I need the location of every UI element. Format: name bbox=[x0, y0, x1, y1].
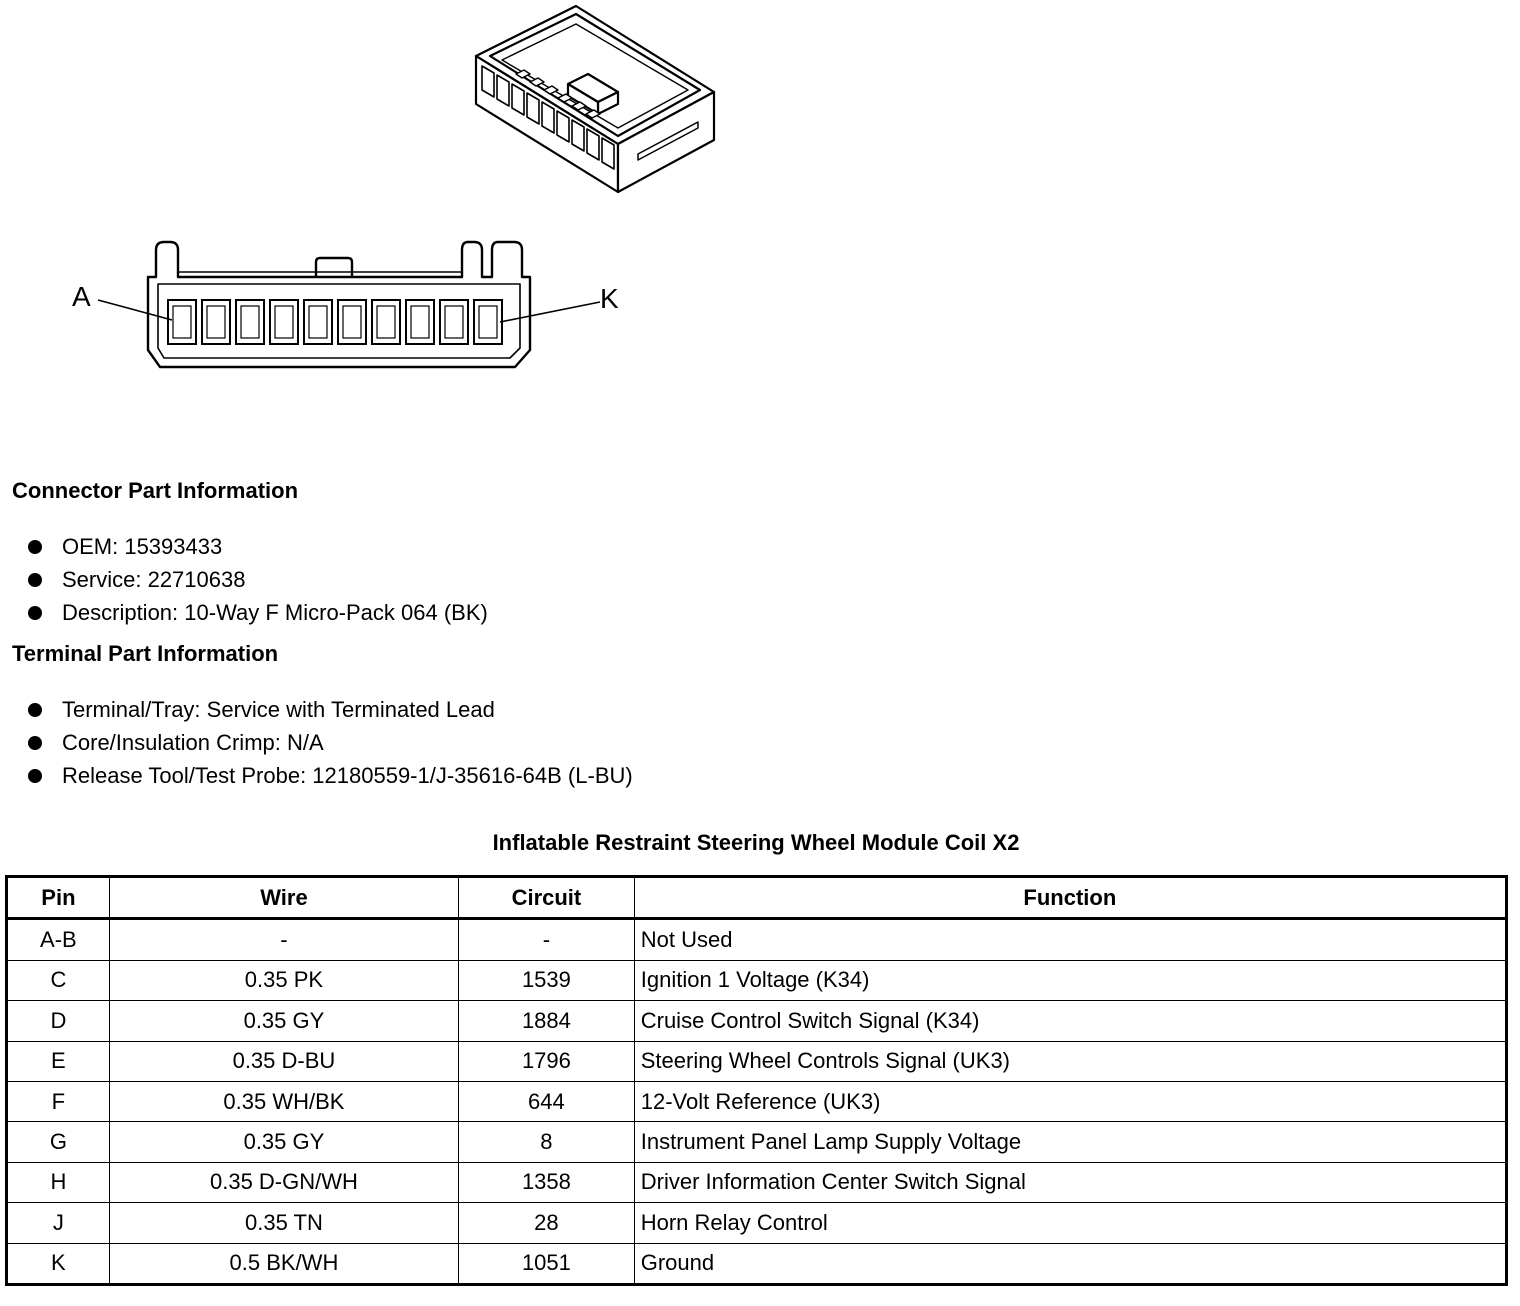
table-row: F 0.35 WH/BK 644 12-Volt Reference (UK3) bbox=[6, 1080, 1508, 1123]
column-header-circuit: Circuit bbox=[458, 875, 635, 920]
table-row: H 0.35 D-GN/WH 1358 Driver Information C… bbox=[6, 1161, 1508, 1204]
circuit-cell: 8 bbox=[458, 1121, 635, 1163]
table-header-row: Pin Wire Circuit Function bbox=[6, 875, 1508, 920]
bullet-icon bbox=[28, 573, 42, 587]
function-cell: 12-Volt Reference (UK3) bbox=[633, 1080, 1508, 1123]
pin-label-k: K bbox=[600, 283, 619, 314]
pin-cell: G bbox=[6, 1121, 110, 1163]
service-number: Service: 22710638 bbox=[62, 567, 246, 592]
circuit-cell: 644 bbox=[458, 1080, 635, 1123]
pin-cell: J bbox=[6, 1202, 110, 1244]
connector-description: Description: 10-Way F Micro-Pack 064 (BK… bbox=[62, 600, 488, 625]
bullet-icon bbox=[28, 736, 42, 750]
pin-label-a: A bbox=[72, 281, 91, 312]
wire-cell: 0.35 PK bbox=[108, 959, 460, 1002]
function-cell: Cruise Control Switch Signal (K34) bbox=[633, 1000, 1508, 1042]
table-row: E 0.35 D-BU 1796 Steering Wheel Controls… bbox=[6, 1040, 1508, 1082]
pin-cell: K bbox=[6, 1242, 110, 1285]
pin-cell: E bbox=[6, 1040, 110, 1082]
oem-number: OEM: 15393433 bbox=[62, 534, 223, 559]
table-row: A-B - - Not Used bbox=[6, 918, 1508, 961]
list-item: Description: 10-Way F Micro-Pack 064 (BK… bbox=[28, 596, 488, 629]
terminal-part-info-heading: Terminal Part Information bbox=[12, 641, 279, 666]
pin-cell: C bbox=[6, 959, 110, 1002]
circuit-cell: 28 bbox=[458, 1202, 635, 1244]
core-insulation-crimp: Core/Insulation Crimp: N/A bbox=[62, 730, 324, 755]
connector-face-view: A K bbox=[72, 240, 619, 369]
terminal-part-info-list: Terminal/Tray: Service with Terminated L… bbox=[28, 693, 633, 792]
table-row: J 0.35 TN 28 Horn Relay Control bbox=[6, 1202, 1508, 1244]
column-header-pin: Pin bbox=[6, 875, 110, 920]
terminal-tray: Terminal/Tray: Service with Terminated L… bbox=[62, 697, 495, 722]
table-row: D 0.35 GY 1884 Cruise Control Switch Sig… bbox=[6, 1000, 1508, 1042]
list-item: OEM: 15393433 bbox=[28, 530, 488, 563]
list-item: Core/Insulation Crimp: N/A bbox=[28, 726, 633, 759]
connector-isometric-illustration bbox=[474, 4, 716, 194]
pin-cell: H bbox=[6, 1161, 110, 1204]
wire-cell: 0.35 TN bbox=[108, 1202, 460, 1244]
pinout-table: Pin Wire Circuit Function A-B - - Not Us… bbox=[5, 875, 1508, 1286]
wire-cell: - bbox=[108, 918, 460, 961]
bullet-icon bbox=[28, 703, 42, 717]
table-row: G 0.35 GY 8 Instrument Panel Lamp Supply… bbox=[6, 1121, 1508, 1163]
wire-cell: 0.35 D-BU bbox=[108, 1040, 460, 1082]
pin-cell: D bbox=[6, 1000, 110, 1042]
circuit-cell: 1358 bbox=[458, 1161, 635, 1204]
pinout-table-title: Inflatable Restraint Steering Wheel Modu… bbox=[492, 830, 1020, 855]
function-cell: Instrument Panel Lamp Supply Voltage bbox=[633, 1121, 1508, 1163]
bullet-icon bbox=[28, 606, 42, 620]
function-cell: Ignition 1 Voltage (K34) bbox=[633, 959, 1508, 1002]
list-item: Service: 22710638 bbox=[28, 563, 488, 596]
wire-cell: 0.5 BK/WH bbox=[108, 1242, 460, 1285]
connector-part-info-heading: Connector Part Information bbox=[12, 478, 299, 503]
list-item: Terminal/Tray: Service with Terminated L… bbox=[28, 693, 633, 726]
pin-cell: A-B bbox=[6, 918, 110, 961]
bullet-icon bbox=[28, 769, 42, 783]
pin-cell: F bbox=[6, 1080, 110, 1123]
column-header-function: Function bbox=[633, 875, 1508, 920]
wire-cell: 0.35 WH/BK bbox=[108, 1080, 460, 1123]
function-cell: Driver Information Center Switch Signal bbox=[633, 1161, 1508, 1204]
circuit-cell: 1796 bbox=[458, 1040, 635, 1082]
connector-part-info-list: OEM: 15393433 Service: 22710638 Descript… bbox=[28, 530, 488, 629]
function-cell: Not Used bbox=[633, 918, 1508, 961]
bullet-icon bbox=[28, 540, 42, 554]
circuit-cell: - bbox=[458, 918, 635, 961]
wire-cell: 0.35 D-GN/WH bbox=[108, 1161, 460, 1204]
wire-cell: 0.35 GY bbox=[108, 1121, 460, 1163]
table-row: C 0.35 PK 1539 Ignition 1 Voltage (K34) bbox=[6, 959, 1508, 1002]
function-cell: Steering Wheel Controls Signal (UK3) bbox=[633, 1040, 1508, 1082]
circuit-cell: 1539 bbox=[458, 959, 635, 1002]
circuit-cell: 1884 bbox=[458, 1000, 635, 1042]
table-row: K 0.5 BK/WH 1051 Ground bbox=[6, 1242, 1508, 1285]
function-cell: Ground bbox=[633, 1242, 1508, 1285]
column-header-wire: Wire bbox=[108, 875, 460, 920]
list-item: Release Tool/Test Probe: 12180559-1/J-35… bbox=[28, 759, 633, 792]
wire-cell: 0.35 GY bbox=[108, 1000, 460, 1042]
release-tool-test-probe: Release Tool/Test Probe: 12180559-1/J-35… bbox=[62, 763, 633, 788]
function-cell: Horn Relay Control bbox=[633, 1202, 1508, 1244]
circuit-cell: 1051 bbox=[458, 1242, 635, 1285]
